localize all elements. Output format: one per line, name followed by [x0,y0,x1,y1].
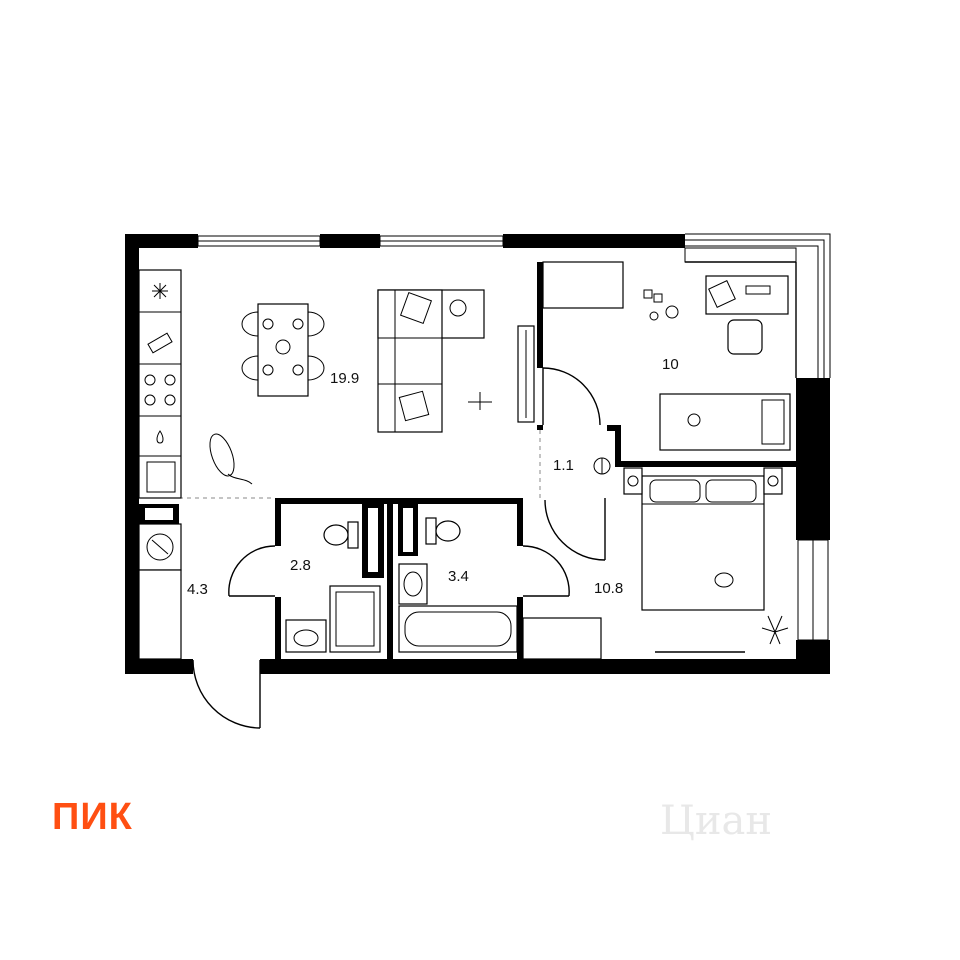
plant-icon [761,615,789,645]
area-label-bathroom-small: 2.8 [290,557,311,574]
doors [192,367,606,729]
toy-plane-icon [468,392,492,410]
shower-icon [329,585,381,653]
outer-walls [125,234,830,674]
cat-icon-2 [714,572,734,588]
area-label-kids-room: 10 [662,356,679,373]
area-label-bedroom: 10.8 [594,580,623,597]
area-label-bathroom: 3.4 [448,568,469,585]
shaft [368,508,378,572]
sink-icon-2 [398,563,428,605]
sink-basin-2 [403,571,423,597]
area-label-living-kitchen: 19.9 [330,370,359,387]
niche [145,508,173,520]
dining-table-icon [241,303,325,397]
kitchen-counter [138,269,182,499]
bed-icon [659,393,791,451]
nightstand-icon [623,467,783,495]
dresser [522,617,602,660]
kitchen-sink-basin [146,461,176,493]
fridge-icon [152,283,168,299]
cat-icon [209,433,253,485]
windows [197,235,829,641]
ball-icon [593,457,611,475]
balcony [684,233,831,378]
bed-icon-2 [641,475,765,611]
stove-icon [144,374,176,406]
toys-icon [643,289,679,321]
washing-machine-box [138,523,182,571]
shaft-2 [403,508,413,552]
cian-watermark: Циан [660,798,773,844]
wardrobe [138,569,182,660]
wardrobe-2 [542,261,624,309]
sink-icon [285,619,327,653]
toilet-icon [323,521,359,549]
toilet-icon-2 [425,517,461,545]
sink-icon [156,430,164,444]
area-label-hallway: 4.3 [187,581,208,598]
sink-basin [293,629,319,647]
pik-logo: ПИК [52,796,133,838]
washing-machine-icon [146,533,174,561]
dishwasher-icon [147,332,173,354]
bathtub-icon [398,605,518,653]
sofa-icon [377,289,485,433]
area-label-corridor: 1.1 [553,457,574,474]
desk-icon [705,275,789,355]
